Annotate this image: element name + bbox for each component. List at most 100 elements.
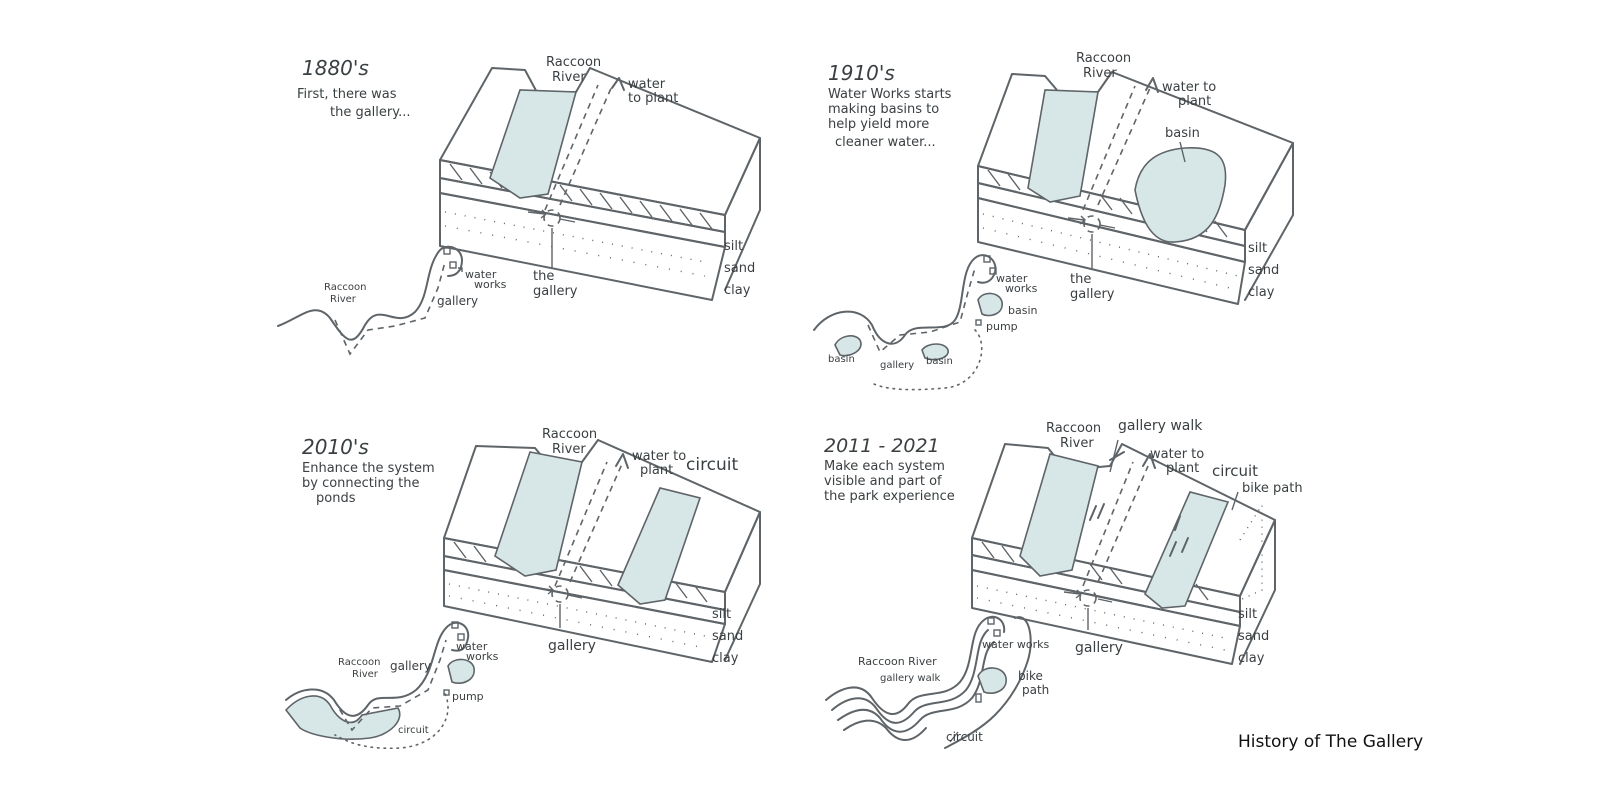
map-basin-label: basin: [926, 356, 953, 367]
map-gallery-walk-label: gallery walk: [880, 673, 940, 684]
map-river-label: Raccoon: [324, 282, 366, 293]
raccoon-river-channel: [494, 451, 583, 577]
map-circuit-label: circuit: [398, 725, 429, 736]
map-river-label: River: [352, 669, 379, 680]
gallery-label: gallery: [1075, 640, 1123, 656]
panel-description-line: Enhance the system: [302, 461, 435, 476]
site-map: [825, 615, 1032, 749]
river-label: River: [552, 70, 586, 85]
layer-label-clay: clay: [1238, 651, 1265, 666]
layer-label-silt: silt: [712, 607, 731, 622]
river-label: Raccoon: [546, 55, 601, 70]
river-label: Raccoon: [1076, 51, 1131, 66]
circuit-label: circuit: [686, 455, 739, 475]
layer-label-clay: clay: [712, 651, 739, 666]
panel-description-line: visible and part of: [824, 474, 942, 489]
map-water-works-label: works: [466, 650, 499, 663]
water-to-plant-label: water: [628, 77, 666, 92]
layer-label-silt: silt: [724, 239, 743, 254]
map-water-works-label: water works: [982, 638, 1049, 651]
raccoon-river-channel: [1019, 453, 1099, 577]
map-gallery-label: gallery: [880, 360, 914, 371]
layer-label-sand: sand: [712, 629, 743, 644]
map-water-works-label: water: [465, 268, 497, 281]
layer-label-sand: sand: [1248, 263, 1279, 278]
site-map: [813, 254, 1003, 391]
terrain-block: [439, 67, 761, 301]
basin-right-shape: [977, 292, 1003, 317]
water-to-plant-label: plant: [640, 463, 673, 478]
map-pump-label: pump: [452, 690, 484, 703]
panel-1880s: 1880's First, there was the gallery... R…: [277, 55, 761, 356]
figure-caption: History of The Gallery: [1238, 732, 1424, 752]
pond-shape: [977, 667, 1007, 694]
map-river-label: River: [330, 294, 357, 305]
basin-left-shape: [834, 335, 862, 357]
layer-label-sand: sand: [724, 261, 755, 276]
connected-ponds-shape: [284, 695, 401, 740]
site-map: [277, 245, 463, 356]
map-bike-path-label: bike: [1018, 669, 1043, 683]
map-bike-path-label: path: [1022, 683, 1049, 697]
panel-year: 2011 - 2021: [824, 435, 940, 457]
water-to-plant-label: water to: [632, 449, 686, 464]
map-water-works-label: works: [1005, 282, 1038, 295]
map-water-works-label: works: [474, 278, 507, 291]
circuit-channel: [617, 487, 702, 605]
river-label: Raccoon: [1046, 421, 1101, 436]
circuit-channel: [1144, 491, 1230, 609]
circuit-label: circuit: [1212, 462, 1258, 480]
terrain-block: [443, 439, 761, 663]
map-river-label: Raccoon River: [858, 655, 937, 668]
river-label: Raccoon: [542, 427, 597, 442]
panel-2010s: 2010's Enhance the system by connecting …: [284, 427, 761, 750]
panel-year: 2010's: [302, 435, 369, 459]
panel-description-line: the gallery...: [330, 105, 411, 120]
raccoon-river-channel: [1027, 89, 1099, 203]
layer-label-silt: silt: [1248, 241, 1267, 256]
panel-description-line: First, there was: [297, 87, 397, 102]
panel-description-line: cleaner water...: [835, 135, 936, 150]
terrain-block: [977, 71, 1294, 305]
panel-description-line: Make each system: [824, 459, 945, 474]
gallery-label: gallery: [548, 638, 596, 654]
panel-description-line: the park experience: [824, 489, 955, 504]
layer-label-silt: silt: [1238, 607, 1257, 622]
panel-year: 1910's: [828, 61, 895, 85]
water-to-plant-label: water to: [1162, 80, 1216, 95]
terrain-block: [971, 439, 1276, 665]
layer-label-clay: clay: [1248, 285, 1275, 300]
panel-year: 1880's: [302, 56, 369, 80]
panel-description-line: making basins to: [828, 102, 939, 117]
river-label: River: [552, 442, 586, 457]
water-to-plant-label: water to: [1150, 447, 1204, 462]
gallery-walk-label: gallery walk: [1118, 418, 1203, 434]
water-to-plant-label: to plant: [628, 91, 678, 106]
panel-description-line: Water Works starts: [828, 87, 952, 102]
site-map: [284, 621, 475, 750]
gallery-label: the: [1070, 272, 1091, 287]
layer-label-clay: clay: [724, 283, 751, 298]
basin-label: basin: [1165, 126, 1200, 141]
map-basin-label: basin: [828, 354, 855, 365]
map-river-label: Raccoon: [338, 657, 380, 668]
map-water-works-label: water: [456, 640, 488, 653]
water-to-plant-label: plant: [1166, 461, 1199, 476]
basin-shape: [1134, 147, 1227, 243]
panel-1910s: 1910's Water Works starts making basins …: [813, 51, 1294, 391]
map-gallery-label: gallery: [390, 659, 431, 673]
basin-mid-shape: [921, 343, 949, 361]
gallery-label: the: [533, 269, 554, 284]
river-label: River: [1083, 66, 1117, 81]
map-pump-label: pump: [986, 320, 1018, 333]
bike-path-label: bike path: [1242, 481, 1303, 496]
map-circuit-label: circuit: [946, 730, 983, 744]
layer-label-sand: sand: [1238, 629, 1269, 644]
map-basin-label: basin: [1008, 304, 1038, 317]
map-water-works-label: water: [996, 272, 1028, 285]
gallery-label: gallery: [533, 284, 578, 299]
raccoon-river-channel: [489, 89, 578, 199]
panel-2011-2021: 2011 - 2021 Make each system visible and…: [824, 418, 1303, 749]
panel-description-line: ponds: [316, 491, 356, 506]
